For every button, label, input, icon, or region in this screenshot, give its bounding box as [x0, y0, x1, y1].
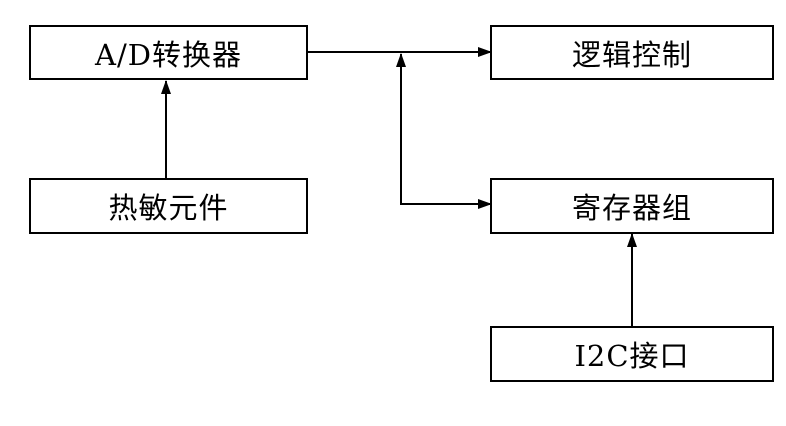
ad-converter-label: A/D转换器: [95, 37, 242, 72]
register-group-label: 寄存器组: [571, 191, 692, 225]
i2c-interface-block: I2C接口: [490, 326, 774, 382]
logic-control-block: 逻辑控制: [490, 25, 774, 80]
thermistor-block: 热敏元件: [29, 178, 308, 234]
ad-converter-block: A/D转换器: [29, 25, 308, 80]
i2c-interface-label: I2C接口: [574, 339, 690, 373]
register-group-block: 寄存器组: [490, 178, 774, 234]
logic-control-label: 逻辑控制: [571, 37, 692, 72]
thermistor-label: 热敏元件: [108, 191, 229, 225]
